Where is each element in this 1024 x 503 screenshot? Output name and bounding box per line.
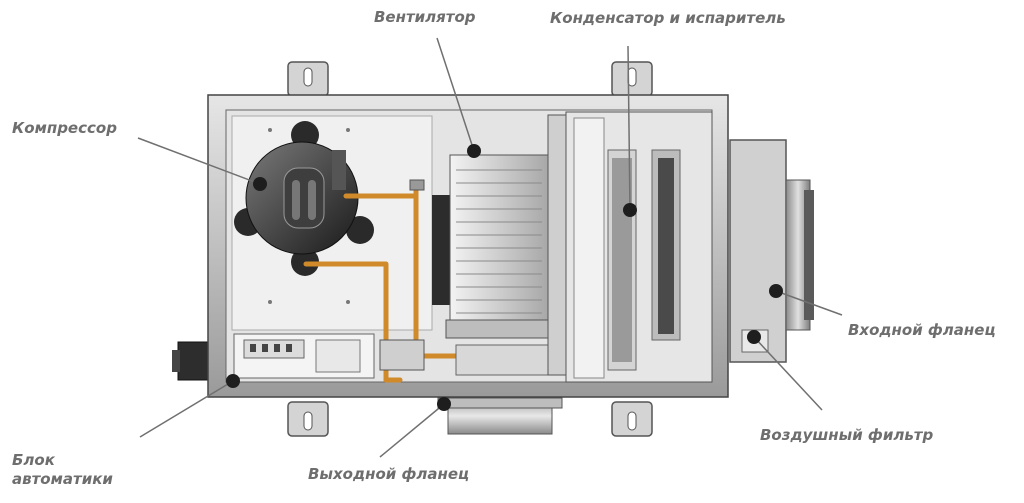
marker-condenser	[623, 203, 637, 217]
inlet-flange	[729, 139, 814, 363]
marker-outlet-flange	[437, 397, 451, 411]
label-air-filter: Воздушный фильтр	[760, 426, 934, 444]
leader-control-block	[139, 380, 234, 438]
mounting-tabs	[287, 61, 653, 437]
control-block	[233, 333, 375, 379]
marker-control-block	[226, 374, 240, 388]
marker-inlet-flange	[769, 284, 783, 298]
leader-outlet-flange	[379, 403, 445, 458]
label-inlet-flange: Входной фланец	[848, 321, 996, 339]
leader-lines	[137, 37, 843, 458]
condenser-evaporator	[547, 111, 713, 383]
leader-fan	[436, 37, 475, 152]
cable-gland	[172, 341, 211, 381]
outlet-flange	[437, 397, 563, 435]
leader-compressor	[137, 137, 261, 185]
label-control-block: Блок автоматики	[12, 451, 113, 488]
label-outlet-flange: Выходной фланец	[308, 465, 470, 483]
leader-inlet-flange	[775, 290, 843, 316]
label-condenser-evaporator: Конденсатор и испаритель	[550, 9, 786, 27]
leader-air-filter	[753, 336, 823, 411]
fan	[432, 154, 557, 376]
label-compressor: Компрессор	[12, 119, 117, 137]
marker-compressor	[253, 177, 267, 191]
markers	[226, 144, 783, 411]
marker-fan	[467, 144, 481, 158]
leader-condenser	[627, 45, 631, 211]
marker-air-filter	[747, 330, 761, 344]
compressor	[234, 121, 374, 276]
label-fan: Вентилятор	[374, 8, 476, 26]
